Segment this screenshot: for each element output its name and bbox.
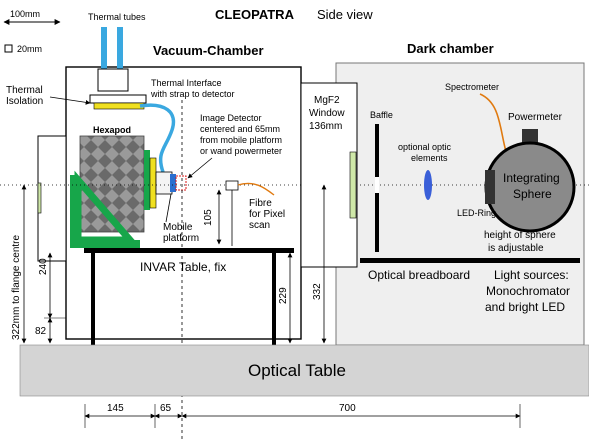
dim-229-label: 229 xyxy=(278,287,289,304)
invar-table-leg-right xyxy=(272,253,276,345)
scale-20mm-label: 20mm xyxy=(17,44,42,54)
image-detector-label-line2: centered and 65mm xyxy=(200,124,280,134)
light-sources-label-line2: Monochromator xyxy=(486,284,570,298)
thermal-isolation-label-line1: Thermal xyxy=(6,85,43,96)
optional-optics-label-line2: elements xyxy=(411,153,448,163)
dim-240-label: 240 xyxy=(38,258,49,275)
thermal-strap xyxy=(139,103,176,173)
image-detector-pointer xyxy=(187,157,213,179)
invar-table-top xyxy=(84,248,294,253)
invar-table-label: INVAR Table, fix xyxy=(140,260,226,274)
sphere-height-label-line1: height of sphere xyxy=(484,230,556,241)
baffle-aperture xyxy=(375,177,379,193)
image-detector-sensor xyxy=(170,174,176,192)
window-flange xyxy=(300,82,358,268)
thermal-interface-label-line1: Thermal Interface xyxy=(151,78,222,88)
thermal-tube-2 xyxy=(117,27,123,69)
title-sub: Side view xyxy=(317,7,373,22)
scale-100mm-label: 100mm xyxy=(10,9,40,19)
light-sources-label-line1: Light sources: xyxy=(494,268,569,282)
mobile-platform xyxy=(149,157,157,209)
dim-flange-centre-label: 322mm to flange centre xyxy=(11,235,22,340)
integrating-sphere-label-line1: Integrating xyxy=(503,171,560,185)
dim-82-label: 82 xyxy=(35,326,47,337)
dim-332-label: 332 xyxy=(312,283,323,300)
hexapod-base-plate xyxy=(70,175,78,247)
led-ring-label: LED-Ring xyxy=(457,208,496,218)
window-label-line3: 136mm xyxy=(309,121,342,132)
thermal-isolation xyxy=(89,94,147,104)
image-detector-label-line3: from mobile platform xyxy=(200,135,282,145)
integrating-sphere-label-line2: Sphere xyxy=(513,187,552,201)
image-detector-label-line4: or wand powermeter xyxy=(200,146,282,156)
fibre-label-line2: for Pixel xyxy=(249,209,285,220)
thermal-isolation-label-line2: Isolation xyxy=(6,96,43,107)
hexapod-foot xyxy=(70,240,140,248)
hexapod-top-plate xyxy=(144,150,150,210)
fibre-label-line3: scan xyxy=(249,220,270,231)
optical-breadboard xyxy=(360,258,580,263)
fibre-cable xyxy=(237,182,275,196)
thermal-tube-1 xyxy=(101,27,107,69)
mobile-platform-label-line2: platform xyxy=(163,233,199,244)
optical-table xyxy=(19,344,589,397)
dark-chamber-title: Dark chamber xyxy=(407,41,494,56)
spectrometer-label: Spectrometer xyxy=(445,82,499,92)
image-detector-housing xyxy=(155,171,173,195)
dim-700-label: 700 xyxy=(339,403,356,414)
light-sources-label-line3: and bright LED xyxy=(485,300,565,314)
baffle-label: Baffle xyxy=(370,110,393,120)
mgf2-window xyxy=(349,151,357,219)
thermal-interface-label-line2: with strap to detector xyxy=(150,89,235,99)
scale-20mm: 20mm xyxy=(4,44,42,54)
vacuum-chamber-title: Vacuum-Chamber xyxy=(153,43,264,58)
dim-105-label: 105 xyxy=(203,209,214,226)
optional-optic-lens xyxy=(424,170,432,200)
image-detector-target xyxy=(175,175,187,191)
thermal-isolation-pointer xyxy=(49,96,91,105)
title-main: CLEOPATRA xyxy=(215,7,295,22)
mobile-platform-label-line1: Mobile xyxy=(163,222,193,233)
window-label-line2: Window xyxy=(309,108,345,119)
powermeter-label: Powermeter xyxy=(508,112,563,123)
invar-table-leg-left xyxy=(91,253,95,345)
mobile-platform-pointer xyxy=(165,193,172,223)
left-flange xyxy=(37,135,67,262)
led-ring xyxy=(485,170,495,204)
optical-table-label: Optical Table xyxy=(248,361,346,380)
window-label-line1: MgF2 xyxy=(314,95,340,106)
thermal-tubes-label: Thermal tubes xyxy=(88,12,146,22)
hexapod-label: Hexapod xyxy=(93,125,131,135)
powermeter xyxy=(522,129,538,145)
optical-breadboard-label: Optical breadboard xyxy=(368,268,470,282)
fibre-label-line1: Fibre xyxy=(249,198,272,209)
left-flange-window xyxy=(37,182,42,214)
fibre-connector xyxy=(225,180,239,191)
dim-65-label: 65 xyxy=(160,403,172,414)
optional-optics-label-line1: optional optic xyxy=(398,142,452,152)
scale-100mm: 100mm xyxy=(3,9,61,25)
image-detector-label-line1: Image Detector xyxy=(200,113,262,123)
dim-145-label: 145 xyxy=(107,403,124,414)
sphere-height-label-line2: is adjustable xyxy=(488,243,544,254)
thermal-interface xyxy=(93,102,145,110)
tube-feedthrough xyxy=(97,68,129,92)
